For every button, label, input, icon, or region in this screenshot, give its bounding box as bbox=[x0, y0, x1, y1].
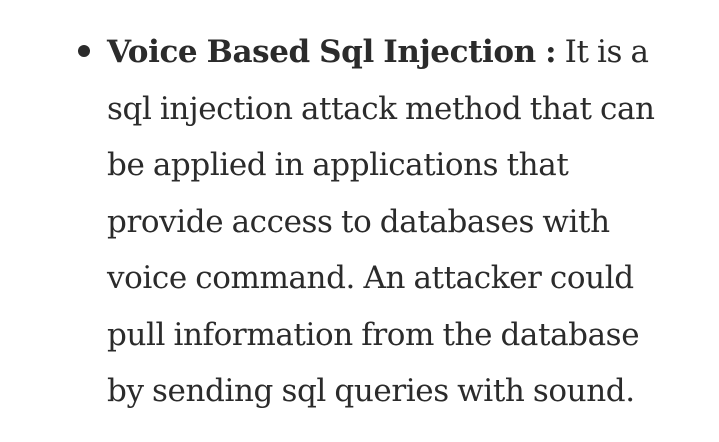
bullet-icon bbox=[78, 45, 90, 57]
term-label: Voice Based Sql Injection : bbox=[107, 34, 557, 70]
text-line-3: be applied in applications that bbox=[107, 147, 569, 183]
text-line-2: sql injection attack method that can bbox=[107, 90, 655, 127]
text-line-4: provide access to databases with bbox=[107, 203, 610, 240]
text-line-6: pull information from the database bbox=[107, 316, 640, 353]
text-line-5: voice command. An attacker could bbox=[107, 260, 634, 296]
text-line-1: Voice Based Sql Injection : It is a bbox=[107, 24, 677, 81]
list-item-text: Voice Based Sql Injection : It is a sql … bbox=[107, 24, 677, 420]
definition-start: It is a bbox=[556, 34, 649, 70]
text-line-7: by sending sql queries with sound. bbox=[107, 373, 635, 409]
